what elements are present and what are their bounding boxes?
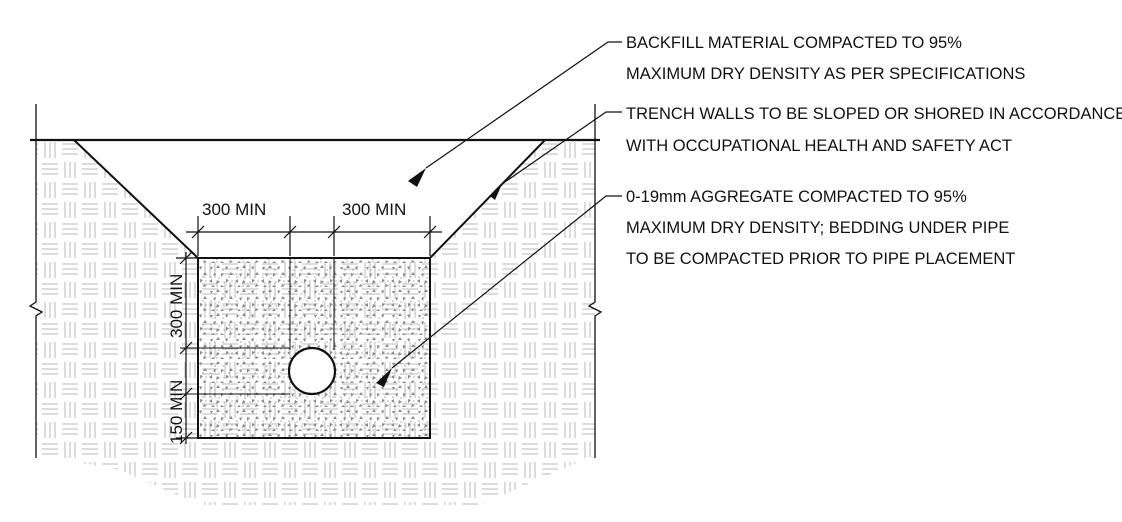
note-backfill: BACKFILL MATERIAL COMPACTED TO 95% MAXIM… (626, 34, 1025, 83)
break-lines (28, 104, 603, 458)
note-trench-walls: TRENCH WALLS TO BE SLOPED OR SHORED IN A… (626, 105, 1122, 155)
note-backfill-line1: BACKFILL MATERIAL COMPACTED TO 95% (626, 34, 962, 52)
note-aggregate-line3: TO BE COMPACTED PRIOR TO PIPE PLACEMENT (626, 250, 1015, 268)
leader-arrowheads (376, 168, 502, 387)
right-clearance-label: 300 MIN (342, 200, 406, 219)
note-backfill-line2: MAXIMUM DRY DENSITY AS PER SPECIFICATION… (626, 65, 1025, 83)
note-aggregate-line1: 0-19mm AGGREGATE COMPACTED TO 95% (626, 188, 967, 206)
note-trench-walls-line1: TRENCH WALLS TO BE SLOPED OR SHORED IN A… (626, 105, 1122, 123)
cover-above-pipe-label: 300 MIN (167, 274, 186, 338)
left-clearance-label: 300 MIN (202, 200, 266, 219)
trench-outline (30, 138, 600, 259)
pipe (287, 346, 337, 396)
note-aggregate: 0-19mm AGGREGATE COMPACTED TO 95% MAXIMU… (626, 188, 1015, 268)
depth-dimension (176, 251, 198, 445)
leader-lines (391, 41, 622, 369)
note-trench-walls-line2: WITH OCCUPATIONAL HEALTH AND SAFETY ACT (626, 137, 1012, 155)
bedding-below-pipe-label: 150 MIN (167, 380, 186, 444)
backfill-zone (76, 140, 543, 258)
note-aggregate-line2: MAXIMUM DRY DENSITY; BEDDING UNDER PIPE (626, 219, 1009, 237)
pipe-reference-lines (180, 258, 335, 395)
clearance-dimension (186, 216, 442, 256)
